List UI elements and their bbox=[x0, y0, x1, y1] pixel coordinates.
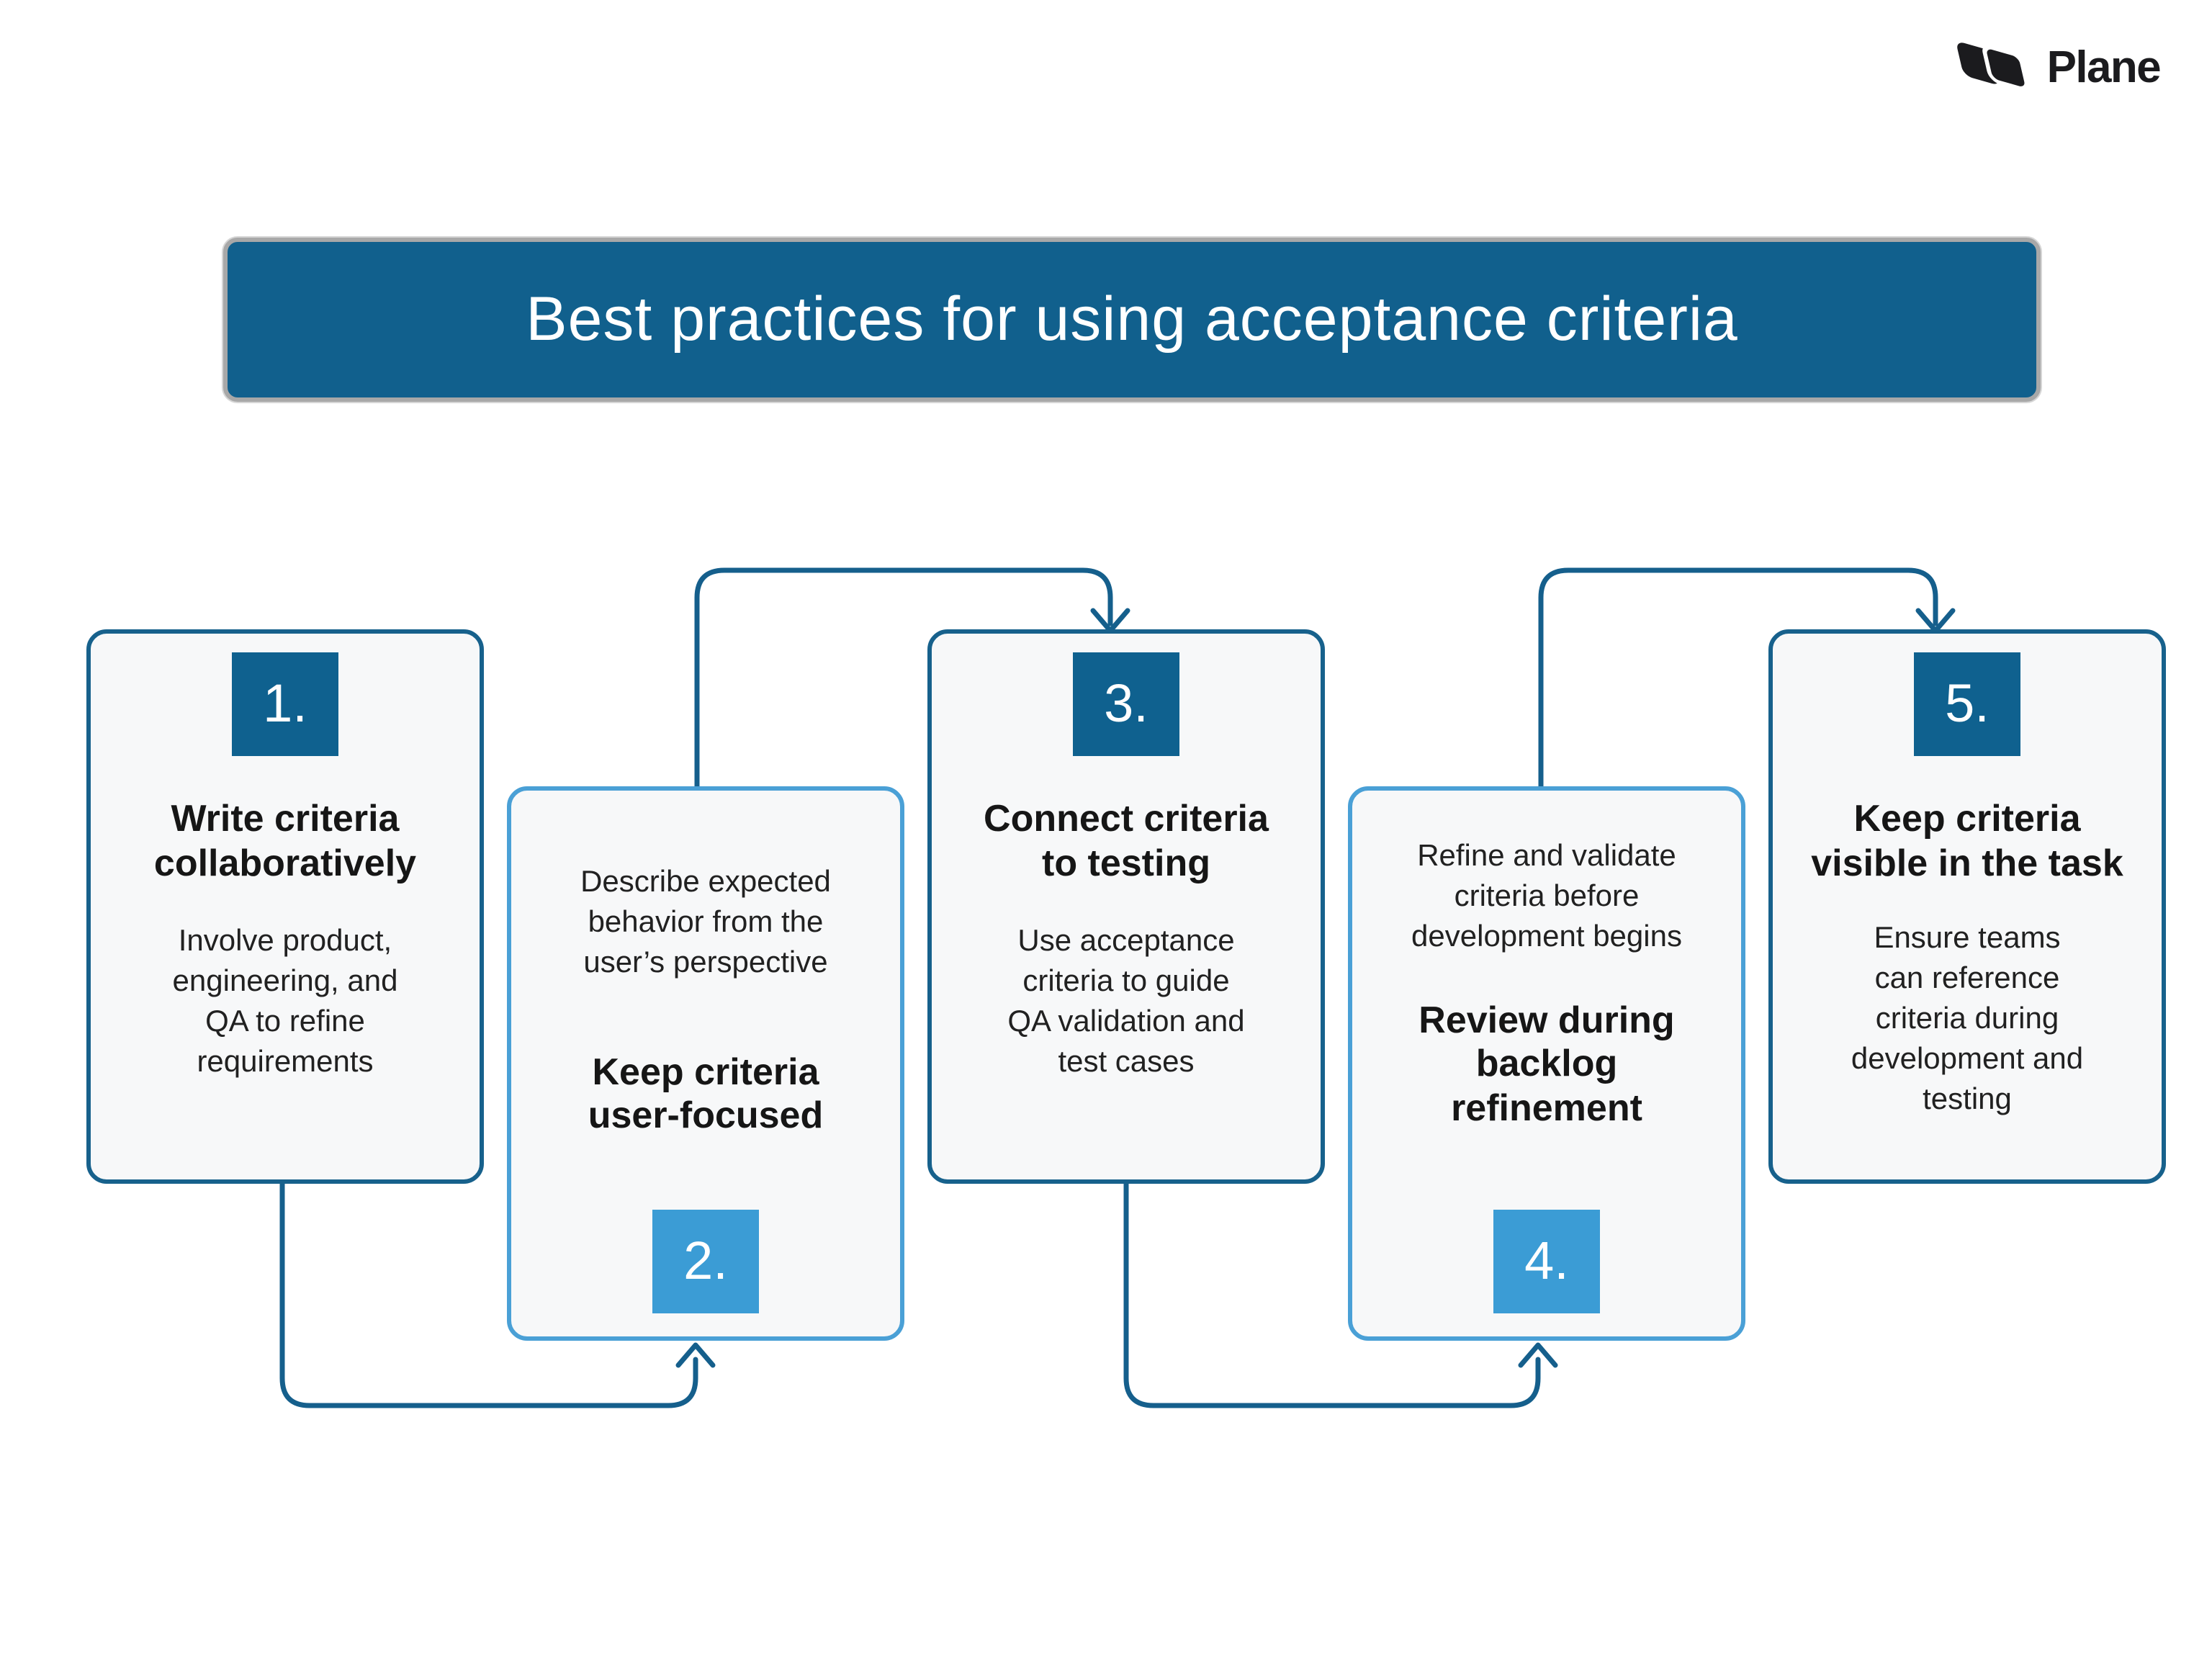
card-body: Refine and validate criteria before deve… bbox=[1411, 840, 1682, 953]
card-body: Use acceptance criteria to guide QA vali… bbox=[1007, 925, 1245, 1079]
step-number: 4. bbox=[1524, 1231, 1569, 1290]
step-number-badge: 2. bbox=[652, 1210, 759, 1313]
card-body: Describe expected behavior from the user… bbox=[580, 866, 831, 979]
card-heading: Keep criteria user-focused bbox=[588, 1049, 824, 1137]
card-heading: Connect criteria to testing bbox=[984, 796, 1269, 884]
plane-logo: Plane bbox=[1954, 37, 2162, 95]
step-number-badge: 5. bbox=[1914, 652, 2020, 756]
step-number: 5. bbox=[1945, 674, 1990, 733]
plane-logo-text: Plane bbox=[2046, 41, 2162, 91]
card-heading: Write criteria collaboratively bbox=[153, 796, 417, 884]
arrowhead-icon bbox=[1518, 1342, 1558, 1368]
card-step-4: Refine and validate criteria before deve… bbox=[1348, 786, 1745, 1341]
card-step-2: Describe expected behavior from the user… bbox=[507, 786, 904, 1341]
step-number-badge: 4. bbox=[1493, 1210, 1600, 1313]
card-step-1: 1. Write criteria collaboratively Involv… bbox=[86, 629, 484, 1184]
card-heading: Keep criteria visible in the task bbox=[1811, 796, 2123, 884]
arrowhead-icon bbox=[1915, 608, 1956, 634]
card-heading: Review during backlog refinement bbox=[1419, 997, 1675, 1130]
card-step-5: 5. Keep criteria visible in the task Ens… bbox=[1768, 629, 2166, 1184]
card-body: Involve product, engineering, and QA to … bbox=[172, 925, 398, 1079]
step-number: 2. bbox=[683, 1231, 728, 1290]
step-number: 3. bbox=[1104, 674, 1148, 733]
step-number: 1. bbox=[263, 674, 307, 733]
card-body: Ensure teams can reference criteria duri… bbox=[1851, 922, 2084, 1117]
arrowhead-icon bbox=[1090, 608, 1130, 634]
arrowhead-icon bbox=[675, 1342, 716, 1368]
step-number-badge: 3. bbox=[1073, 652, 1179, 756]
plane-logo-icon bbox=[1957, 42, 2030, 91]
card-step-3: 3. Connect criteria to testing Use accep… bbox=[927, 629, 1325, 1184]
title-text: Best practices for using acceptance crit… bbox=[526, 284, 1738, 354]
step-number-badge: 1. bbox=[232, 652, 338, 756]
title-banner: Best practices for using acceptance crit… bbox=[223, 238, 2041, 402]
